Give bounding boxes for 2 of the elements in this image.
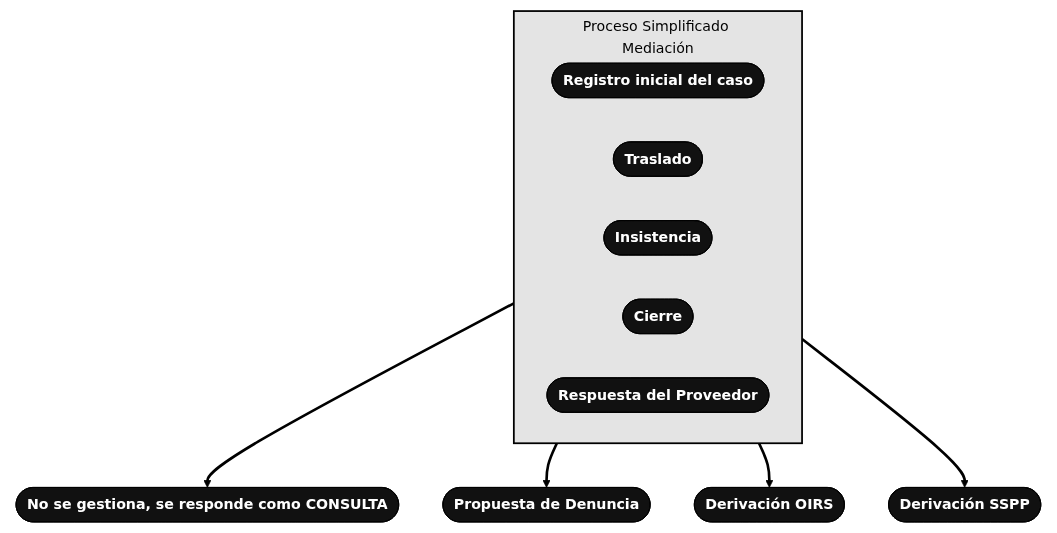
arrow <box>757 442 774 488</box>
arrow <box>542 442 559 488</box>
